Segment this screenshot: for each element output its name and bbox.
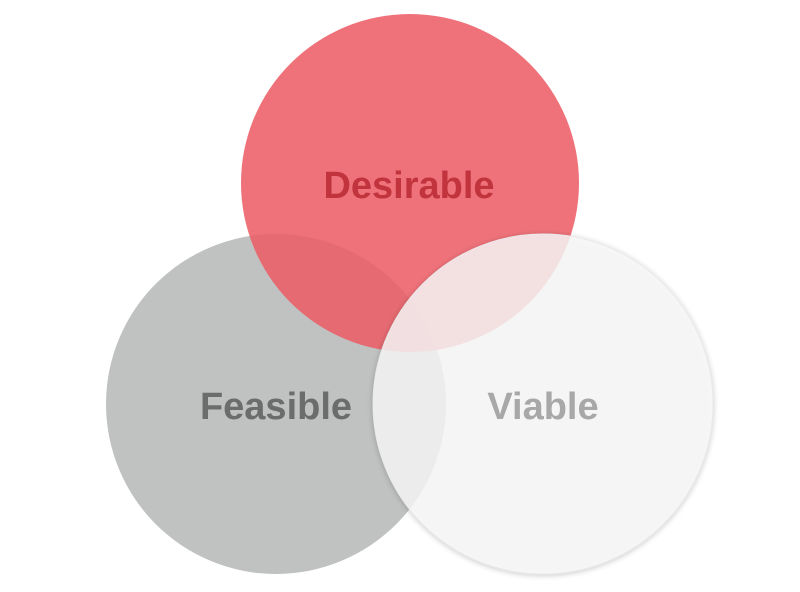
viable-label: Viable <box>487 386 598 428</box>
feasible-label: Feasible <box>200 386 352 428</box>
desirable-label: Desirable <box>323 165 494 207</box>
viable-circle <box>372 233 714 575</box>
